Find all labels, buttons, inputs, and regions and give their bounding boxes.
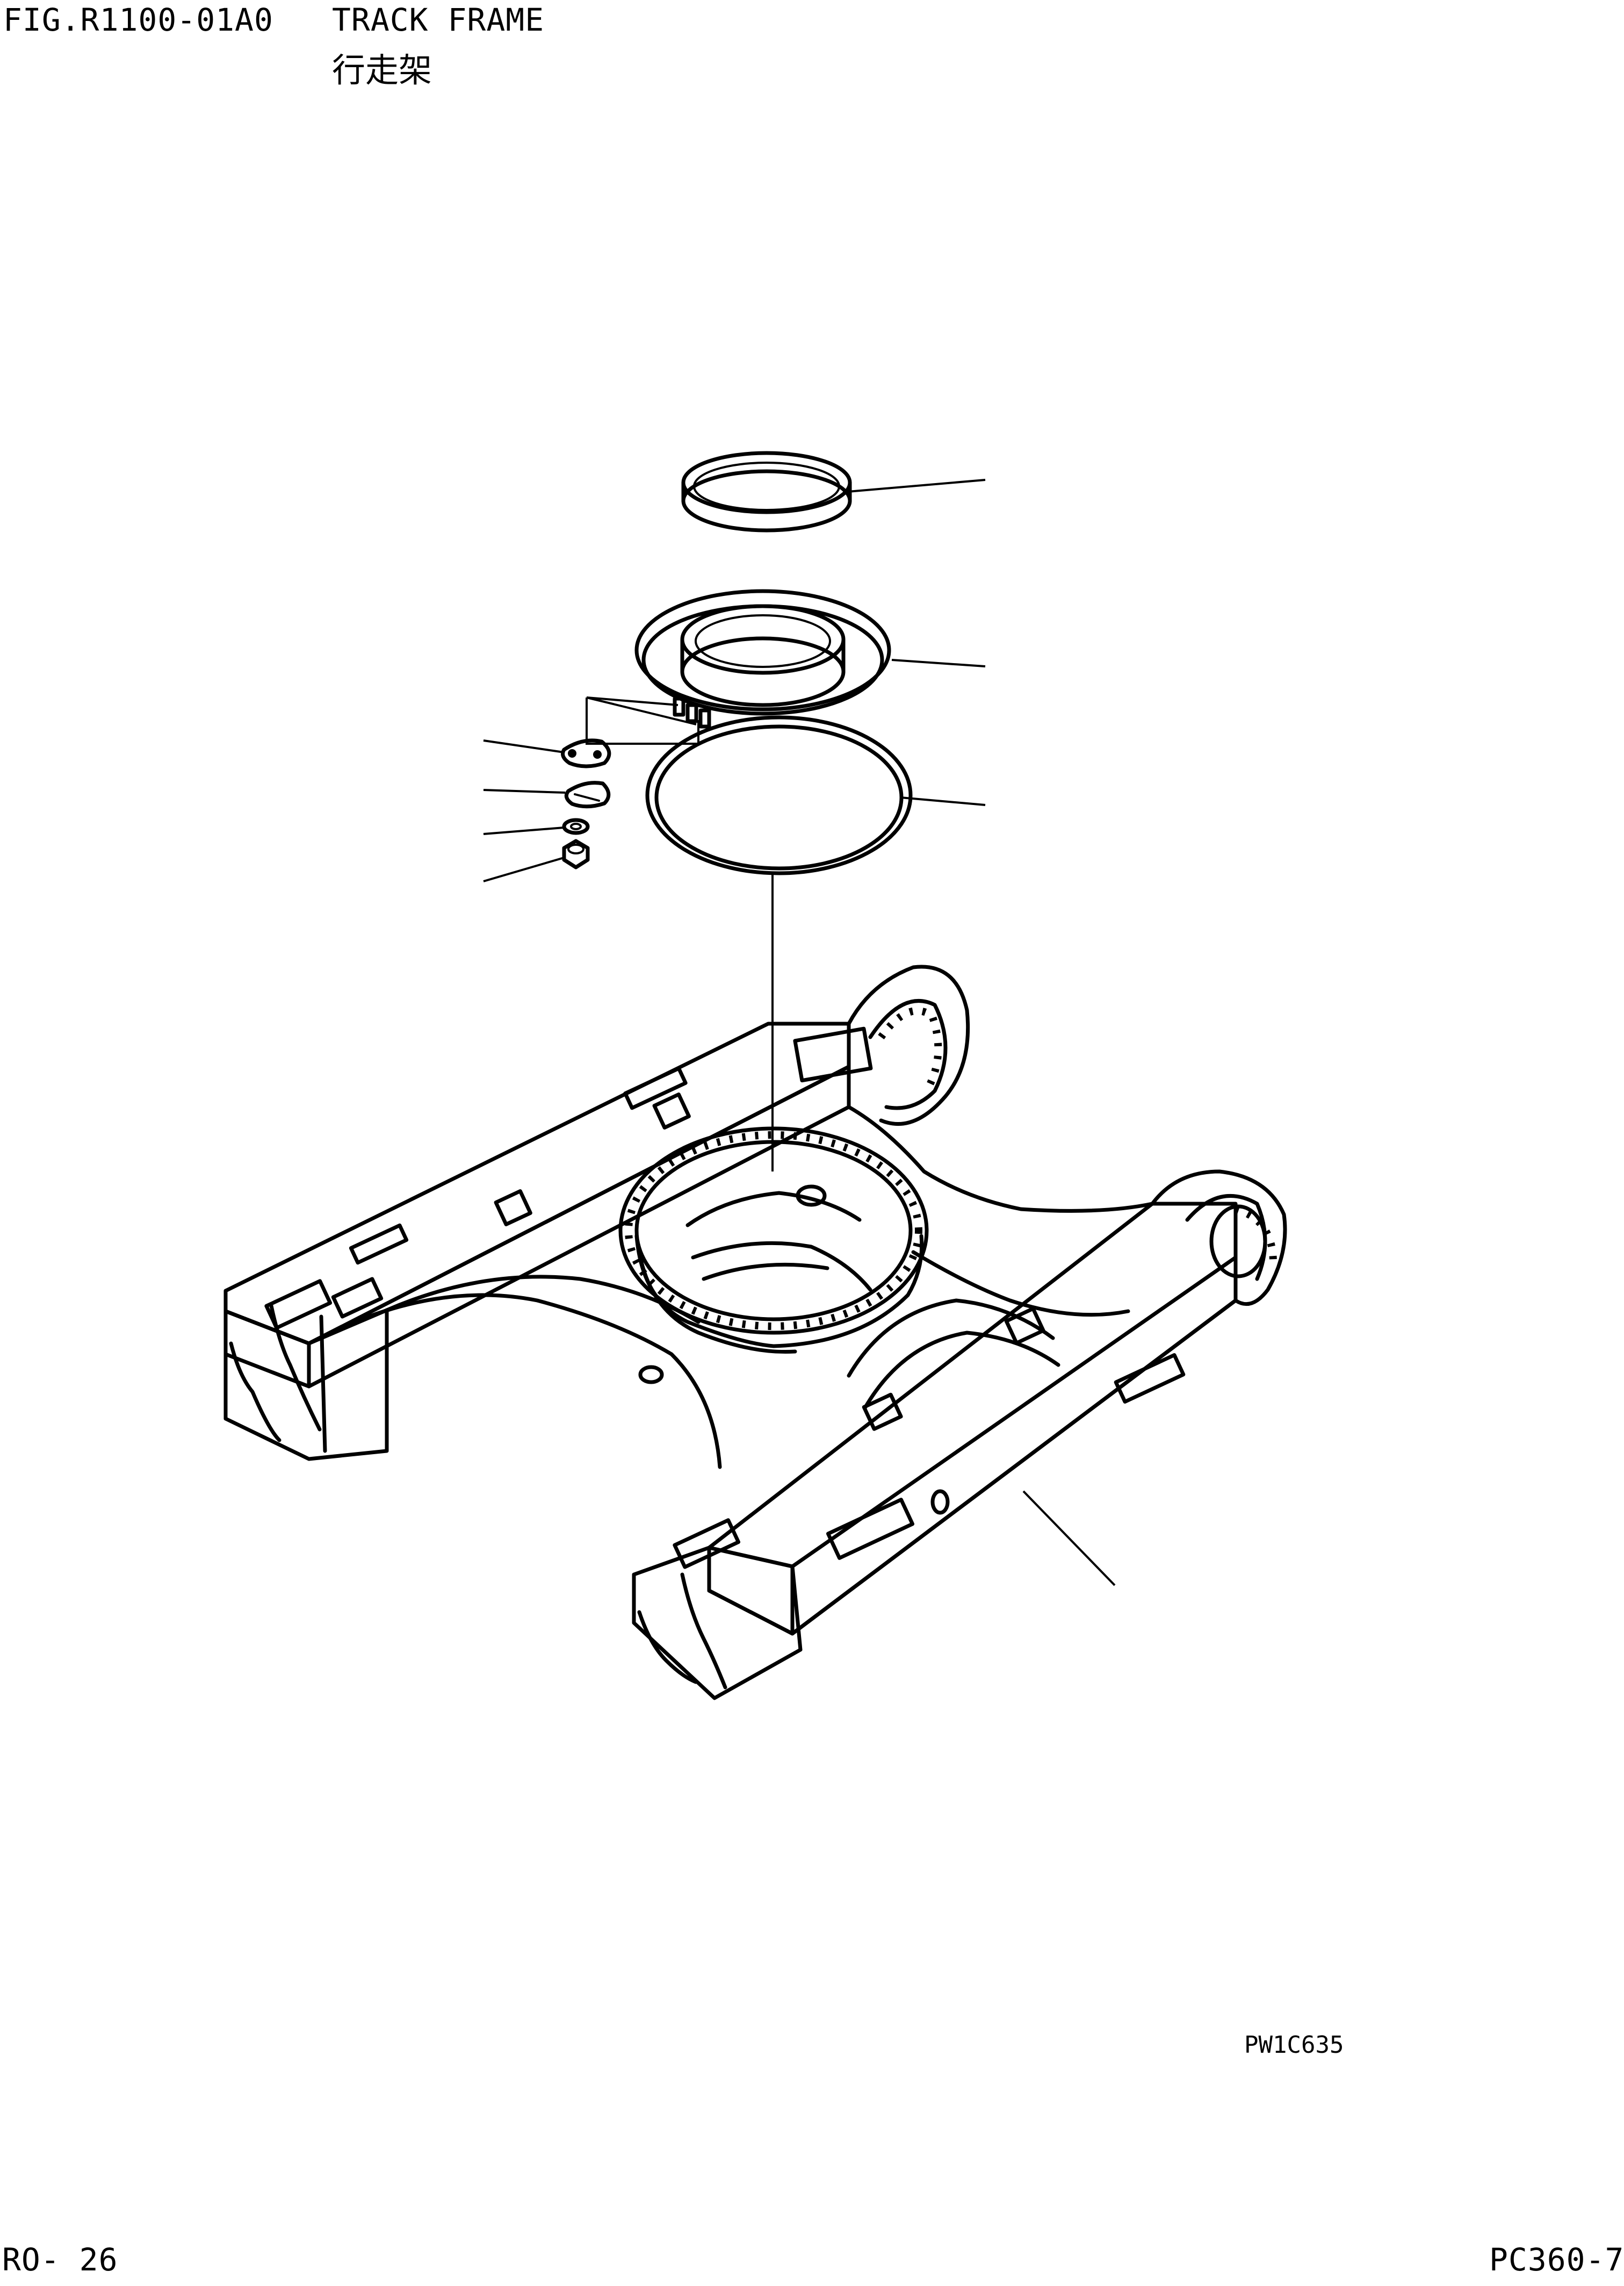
drawing-code: PW1C635 xyxy=(1244,2031,1344,2059)
page-number: RO- 26 xyxy=(2,2241,118,2278)
leader-bolt xyxy=(483,857,565,882)
leader-track-frame xyxy=(1022,1490,1116,1586)
leader-seal-center-cap xyxy=(891,659,986,667)
figure-title: TRACK FRAME xyxy=(332,2,545,38)
leader-bracket-pins xyxy=(586,698,699,745)
track-frame xyxy=(223,965,1287,1700)
figure-title-cn: 行走架 xyxy=(332,51,432,90)
leader-washer xyxy=(483,826,565,835)
leader-cover-plate xyxy=(483,739,565,753)
leader-o-ring xyxy=(900,796,986,806)
machine-model: PC360-7 xyxy=(1489,2241,1624,2278)
leader-retainer-ring xyxy=(847,479,986,493)
gasket xyxy=(564,781,611,809)
o-ring xyxy=(645,715,913,875)
washer xyxy=(562,818,590,835)
cover-plate xyxy=(561,738,611,768)
retainer-ring xyxy=(681,451,852,533)
seal-center-cap xyxy=(634,589,891,729)
bolt xyxy=(562,839,590,869)
figure-code: FIG.R1100-01A0 xyxy=(3,2,273,38)
leader-gasket xyxy=(483,789,566,794)
